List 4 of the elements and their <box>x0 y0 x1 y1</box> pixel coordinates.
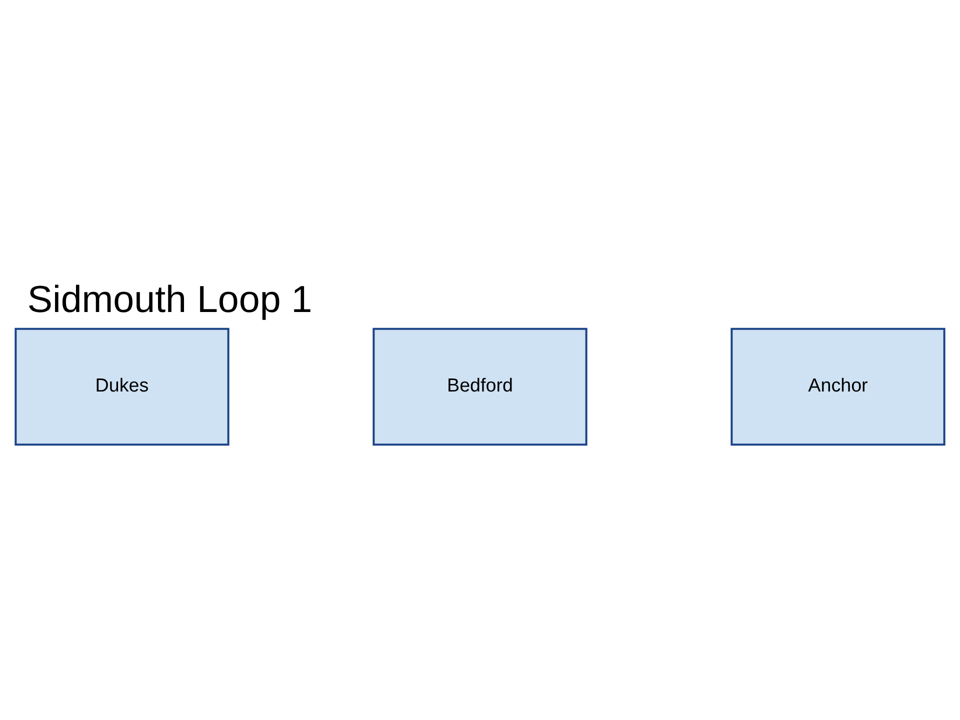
node-box: Dukes <box>14 327 230 446</box>
node-box: Bedford <box>372 327 588 446</box>
diagram-title: Sidmouth Loop 1 <box>27 277 312 320</box>
node-box: Anchor <box>730 327 946 446</box>
